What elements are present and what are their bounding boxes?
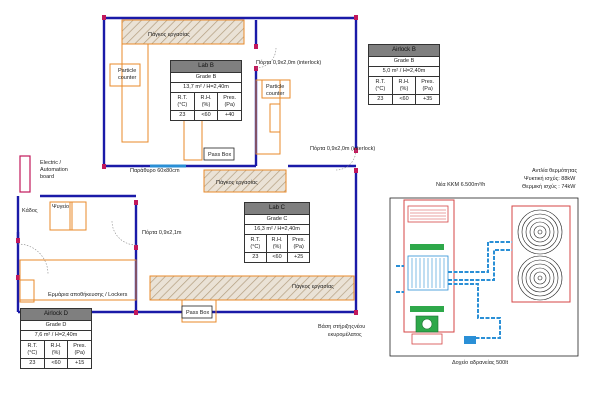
airlock-d-values: 23 <60 +15 xyxy=(21,359,91,368)
airlock-d-pres: +15 xyxy=(75,360,85,366)
inertia-tank xyxy=(464,336,476,344)
lab-c-rt: 23 xyxy=(245,253,267,262)
heat-pump xyxy=(511,205,571,303)
lab-b-rh: <60 xyxy=(195,111,219,120)
airlock-d-grade: Grade D xyxy=(21,321,91,331)
airlock-d-rh-header: R.H. (%) xyxy=(44,341,69,359)
bench-bottom xyxy=(149,275,355,301)
airlock-b-rt: 23 xyxy=(369,95,393,104)
lab-c-values: 23 <60 +25 xyxy=(245,253,309,262)
lab-c-area: 16,3 m² / H=2,40m xyxy=(245,225,309,235)
airlock-d-rh: <60 xyxy=(45,359,69,368)
door-interlock-right-label: Πόρτα 0,9x2,0m (interlock) xyxy=(310,145,375,152)
mechanical-area-frame xyxy=(389,197,579,357)
lab-b-rt-header: R.T. (°C) xyxy=(171,93,195,111)
airlock-d-title: Airlock D xyxy=(21,309,91,321)
airlock-d-rt: 23 xyxy=(21,359,45,368)
lockers-label: Ερμάρια αποθήκευσης / Lockers xyxy=(48,291,128,298)
base-label-2: εκυρομέλατος xyxy=(328,331,362,338)
bench-middle-label: Πάγκος εργασίας xyxy=(216,179,258,186)
ahu-unit xyxy=(403,199,455,345)
bench-middle xyxy=(203,169,287,193)
airlock-d-rt-header: R.T. (°C) xyxy=(21,341,45,359)
lab-c-table: Lab C Grade C 16,3 m² / H=2,40m R.T. (°C… xyxy=(244,202,310,263)
base-label-1: Βάση στήριξηςνέου xyxy=(318,323,365,330)
lab-c-pres-header: Pres. (Pa) xyxy=(288,235,310,253)
particle-counter-right-label-1: Particle xyxy=(266,84,284,90)
lab-c-pres: +25 xyxy=(294,254,304,260)
airlock-b-pres: +35 xyxy=(423,96,433,102)
lab-b-area: 13,7 m² / H=2,40m xyxy=(171,83,241,93)
lab-b-values: 23 <60 +40 xyxy=(171,111,241,120)
airlock-d-area: 7,6 m² / H=2,40m xyxy=(21,331,91,341)
airlock-b-area: 5,0 m² / H=2,40m xyxy=(369,67,439,77)
airlock-b-pres-header: Pres. (Pa) xyxy=(416,77,440,95)
heat-pump-label-2: Ψυκτική ισχύς: 88kW xyxy=(524,175,576,182)
pass-box-lower: Pass Box xyxy=(181,305,213,319)
airlock-b-table: Airlock B Grade B 5,0 m² / H=2,40m R.T. … xyxy=(368,44,440,105)
airlock-b-headers: R.T. (°C) R.H. (%) Pres. (Pa) xyxy=(369,77,440,95)
bench-top xyxy=(121,19,245,45)
electric-board-label-1: Electric / xyxy=(40,160,62,166)
electric-board xyxy=(19,155,31,193)
heat-pump-label-3: Θερμική ισχύς : 74kW xyxy=(522,183,576,190)
lab-b-pres-header: Pres. (Pa) xyxy=(218,93,242,111)
airlock-d-table: Airlock D Grade D 7,6 m² / H=2,40m R.T. … xyxy=(20,308,92,369)
tank-label: Δοχείο αδρανείας 500lt xyxy=(452,360,508,366)
pipes xyxy=(396,241,512,339)
lab-b-pres: +40 xyxy=(225,112,235,118)
lab-c-grade: Grade C xyxy=(245,215,309,225)
heat-pump-label-1: Αντλία θερμότητας xyxy=(532,167,577,174)
fridge-label: Ψυγείο xyxy=(52,204,69,210)
airlock-b-rt-header: R.T. (°C) xyxy=(369,77,393,95)
lab-c-headers: R.T. (°C) R.H. (%) Pres. (Pa) xyxy=(245,235,310,253)
lab-c-title: Lab C xyxy=(245,203,309,215)
lab-b-title: Lab B xyxy=(171,61,241,73)
bin-label: Κάδος xyxy=(22,207,38,214)
airlock-b-rh-header: R.H. (%) xyxy=(392,77,417,95)
airlock-b-values: 23 <60 +35 xyxy=(369,95,439,104)
door-lower-label: Πόρτα 0,9x2,1m xyxy=(142,229,182,236)
door-arcs xyxy=(17,47,357,275)
pass-box-lower-label: Pass Box xyxy=(186,310,209,316)
particle-counter-left-label-2: counter xyxy=(118,75,137,81)
airlock-d-headers: R.T. (°C) R.H. (%) Pres. (Pa) xyxy=(21,341,92,359)
window-label: Παράθυρο 60x80cm xyxy=(130,167,180,174)
airlock-b-rh: <60 xyxy=(393,95,417,104)
airlock-d-pres-header: Pres. (Pa) xyxy=(68,341,92,359)
lab-c-rh: <60 xyxy=(267,253,289,262)
pass-box-upper: Pass Box xyxy=(203,147,235,161)
particle-counter-left-label-1: Particle xyxy=(118,68,136,74)
electric-board-label-3: board xyxy=(40,174,54,180)
lab-b-grade: Grade B xyxy=(171,73,241,83)
lab-b-table: Lab B Grade B 13,7 m² / H=2,40m R.T. (°C… xyxy=(170,60,242,121)
mechanical-labels: Νέα ΚΚΜ 6.500m³/h Αντλία θερμότητας Ψυκτ… xyxy=(318,167,577,366)
airlock-b-title: Airlock B xyxy=(369,45,439,57)
lab-b-rh-header: R.H. (%) xyxy=(194,93,219,111)
electric-board-label-2: Automation xyxy=(40,167,68,173)
airlock-b-grade: Grade B xyxy=(369,57,439,67)
pass-box-upper-label: Pass Box xyxy=(208,152,231,158)
bench-bottom-label: Πάγκος εργασίας xyxy=(292,283,334,290)
lab-b-rt: 23 xyxy=(171,111,195,120)
bench-top-label: Πάγκος εργασίας xyxy=(148,31,190,38)
particle-counter-right-label-2: counter xyxy=(266,91,285,97)
labels: Πάγκος εργασίας Πάγκος εργασίας Πάγκος ε… xyxy=(22,31,375,298)
ahu-label: Νέα ΚΚΜ 6.500m³/h xyxy=(436,181,485,188)
lab-c-rt-header: R.T. (°C) xyxy=(245,235,267,253)
lab-c-rh-header: R.H. (%) xyxy=(266,235,289,253)
door-interlock-upper-label: Πόρτα 0,9x2,0m (interlock) xyxy=(256,59,321,66)
lab-b-headers: R.T. (°C) R.H. (%) Pres. (Pa) xyxy=(171,93,242,111)
